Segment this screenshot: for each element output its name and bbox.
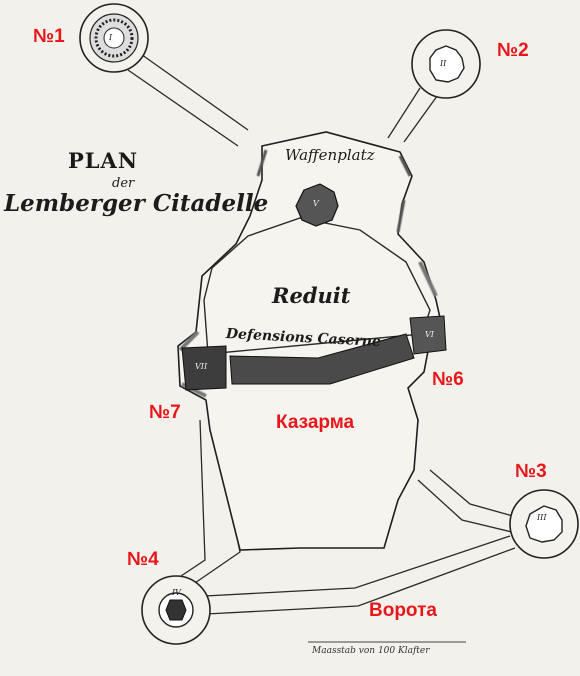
tower-3-mark: III xyxy=(537,513,547,522)
tower-2-mark: II xyxy=(440,59,447,68)
tower-1-mark: I xyxy=(109,33,113,42)
tower-1 xyxy=(79,3,149,73)
plan-title-name: Lemberger Citadelle xyxy=(4,190,269,217)
annotation-tower-7: №7 xyxy=(149,402,181,423)
scale-label: Maasstab von 100 Klafter xyxy=(312,646,430,656)
tower-4-mark: IV xyxy=(172,588,181,597)
annotation-tower-3: №3 xyxy=(515,461,547,482)
tower-2 xyxy=(411,29,481,99)
fortress-outline xyxy=(177,131,441,551)
waffenplatz-label: Waffenplatz xyxy=(285,146,375,164)
tower-6-mark: VI xyxy=(425,330,434,339)
annotation-vorota: Ворота xyxy=(369,600,437,621)
tower-7-mark: VII xyxy=(195,362,208,371)
annotation-kazarma: Казарма xyxy=(276,412,355,433)
annotation-tower-4: №4 xyxy=(127,549,159,570)
annotation-tower-1: №1 xyxy=(33,26,65,47)
tower-4 xyxy=(141,575,211,645)
plan-title: PLAN xyxy=(68,148,139,173)
tower-3 xyxy=(509,489,579,559)
annotation-tower-2: №2 xyxy=(497,40,529,61)
annotation-tower-6: №6 xyxy=(432,369,464,390)
reduit-label: Reduit xyxy=(272,283,351,308)
reduit-tower xyxy=(295,183,339,227)
reduit-tower-mark: V xyxy=(313,199,319,208)
defensions-caserne xyxy=(181,315,447,391)
plan-title-der: der xyxy=(112,176,135,191)
